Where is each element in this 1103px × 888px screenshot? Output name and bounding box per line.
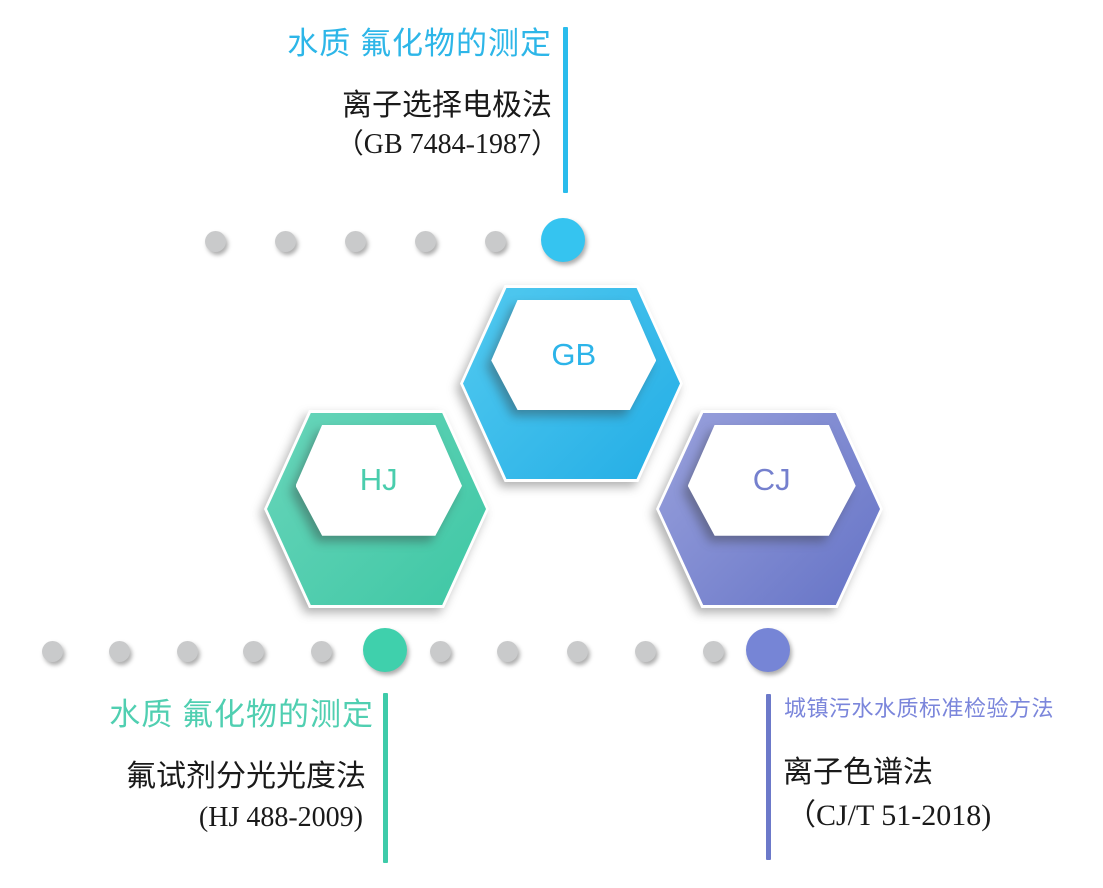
- cj-accent-dot: [746, 628, 790, 672]
- gray-dot: [484, 230, 506, 252]
- hj-hexagon-inner-shape: HJ: [295, 424, 462, 536]
- hj-hexagon: HJ: [264, 410, 489, 608]
- gray-dot: [702, 640, 724, 662]
- hj-title: 水质 氟化物的测定: [109, 697, 374, 732]
- hj-accent-line: [383, 693, 388, 863]
- gray-dot: [242, 640, 264, 662]
- cj-badge: CJ: [752, 462, 791, 498]
- gray-dot: [204, 230, 226, 252]
- gray-dot: [310, 640, 332, 662]
- gray-dot: [176, 640, 198, 662]
- cj-title: 城镇污水水质标准检验方法: [784, 696, 1055, 721]
- cj-hexagon: CJ: [656, 410, 883, 608]
- hj-accent-dot: [363, 628, 407, 672]
- gray-dot: [634, 640, 656, 662]
- hj-hexagon-inner: HJ: [295, 424, 462, 536]
- cj-method: 离子色谱法: [783, 756, 933, 789]
- gb-title: 水质 氟化物的测定: [287, 26, 552, 61]
- hj-method: 氟试剂分光光度法: [126, 760, 366, 793]
- gray-dot: [344, 230, 366, 252]
- gb-hexagon-inner: GB: [491, 299, 657, 411]
- hj-code: (HJ 488-2009): [198, 802, 363, 833]
- gb-accent-dot: [541, 218, 585, 262]
- gb-badge: GB: [551, 336, 597, 372]
- gb-hexagon: GB: [460, 285, 683, 482]
- gb-accent-line: [563, 27, 568, 193]
- gb-method: 离子选择电极法: [342, 89, 552, 122]
- gb-hexagon-inner-shape: GB: [491, 299, 657, 411]
- gray-dot: [414, 230, 436, 252]
- gray-dot: [41, 640, 63, 662]
- hj-badge: HJ: [359, 462, 398, 498]
- gray-dot: [496, 640, 518, 662]
- cj-hexagon-inner-shape: CJ: [687, 424, 856, 536]
- gray-dot: [274, 230, 296, 252]
- gb-code: （GB 7484-1987）: [335, 129, 559, 160]
- gray-dot: [108, 640, 130, 662]
- cj-hexagon-inner: CJ: [687, 424, 856, 536]
- cj-accent-line: [766, 694, 771, 860]
- gray-dot: [429, 640, 451, 662]
- cj-code: （CJ/T 51-2018): [786, 799, 992, 832]
- gray-dot: [566, 640, 588, 662]
